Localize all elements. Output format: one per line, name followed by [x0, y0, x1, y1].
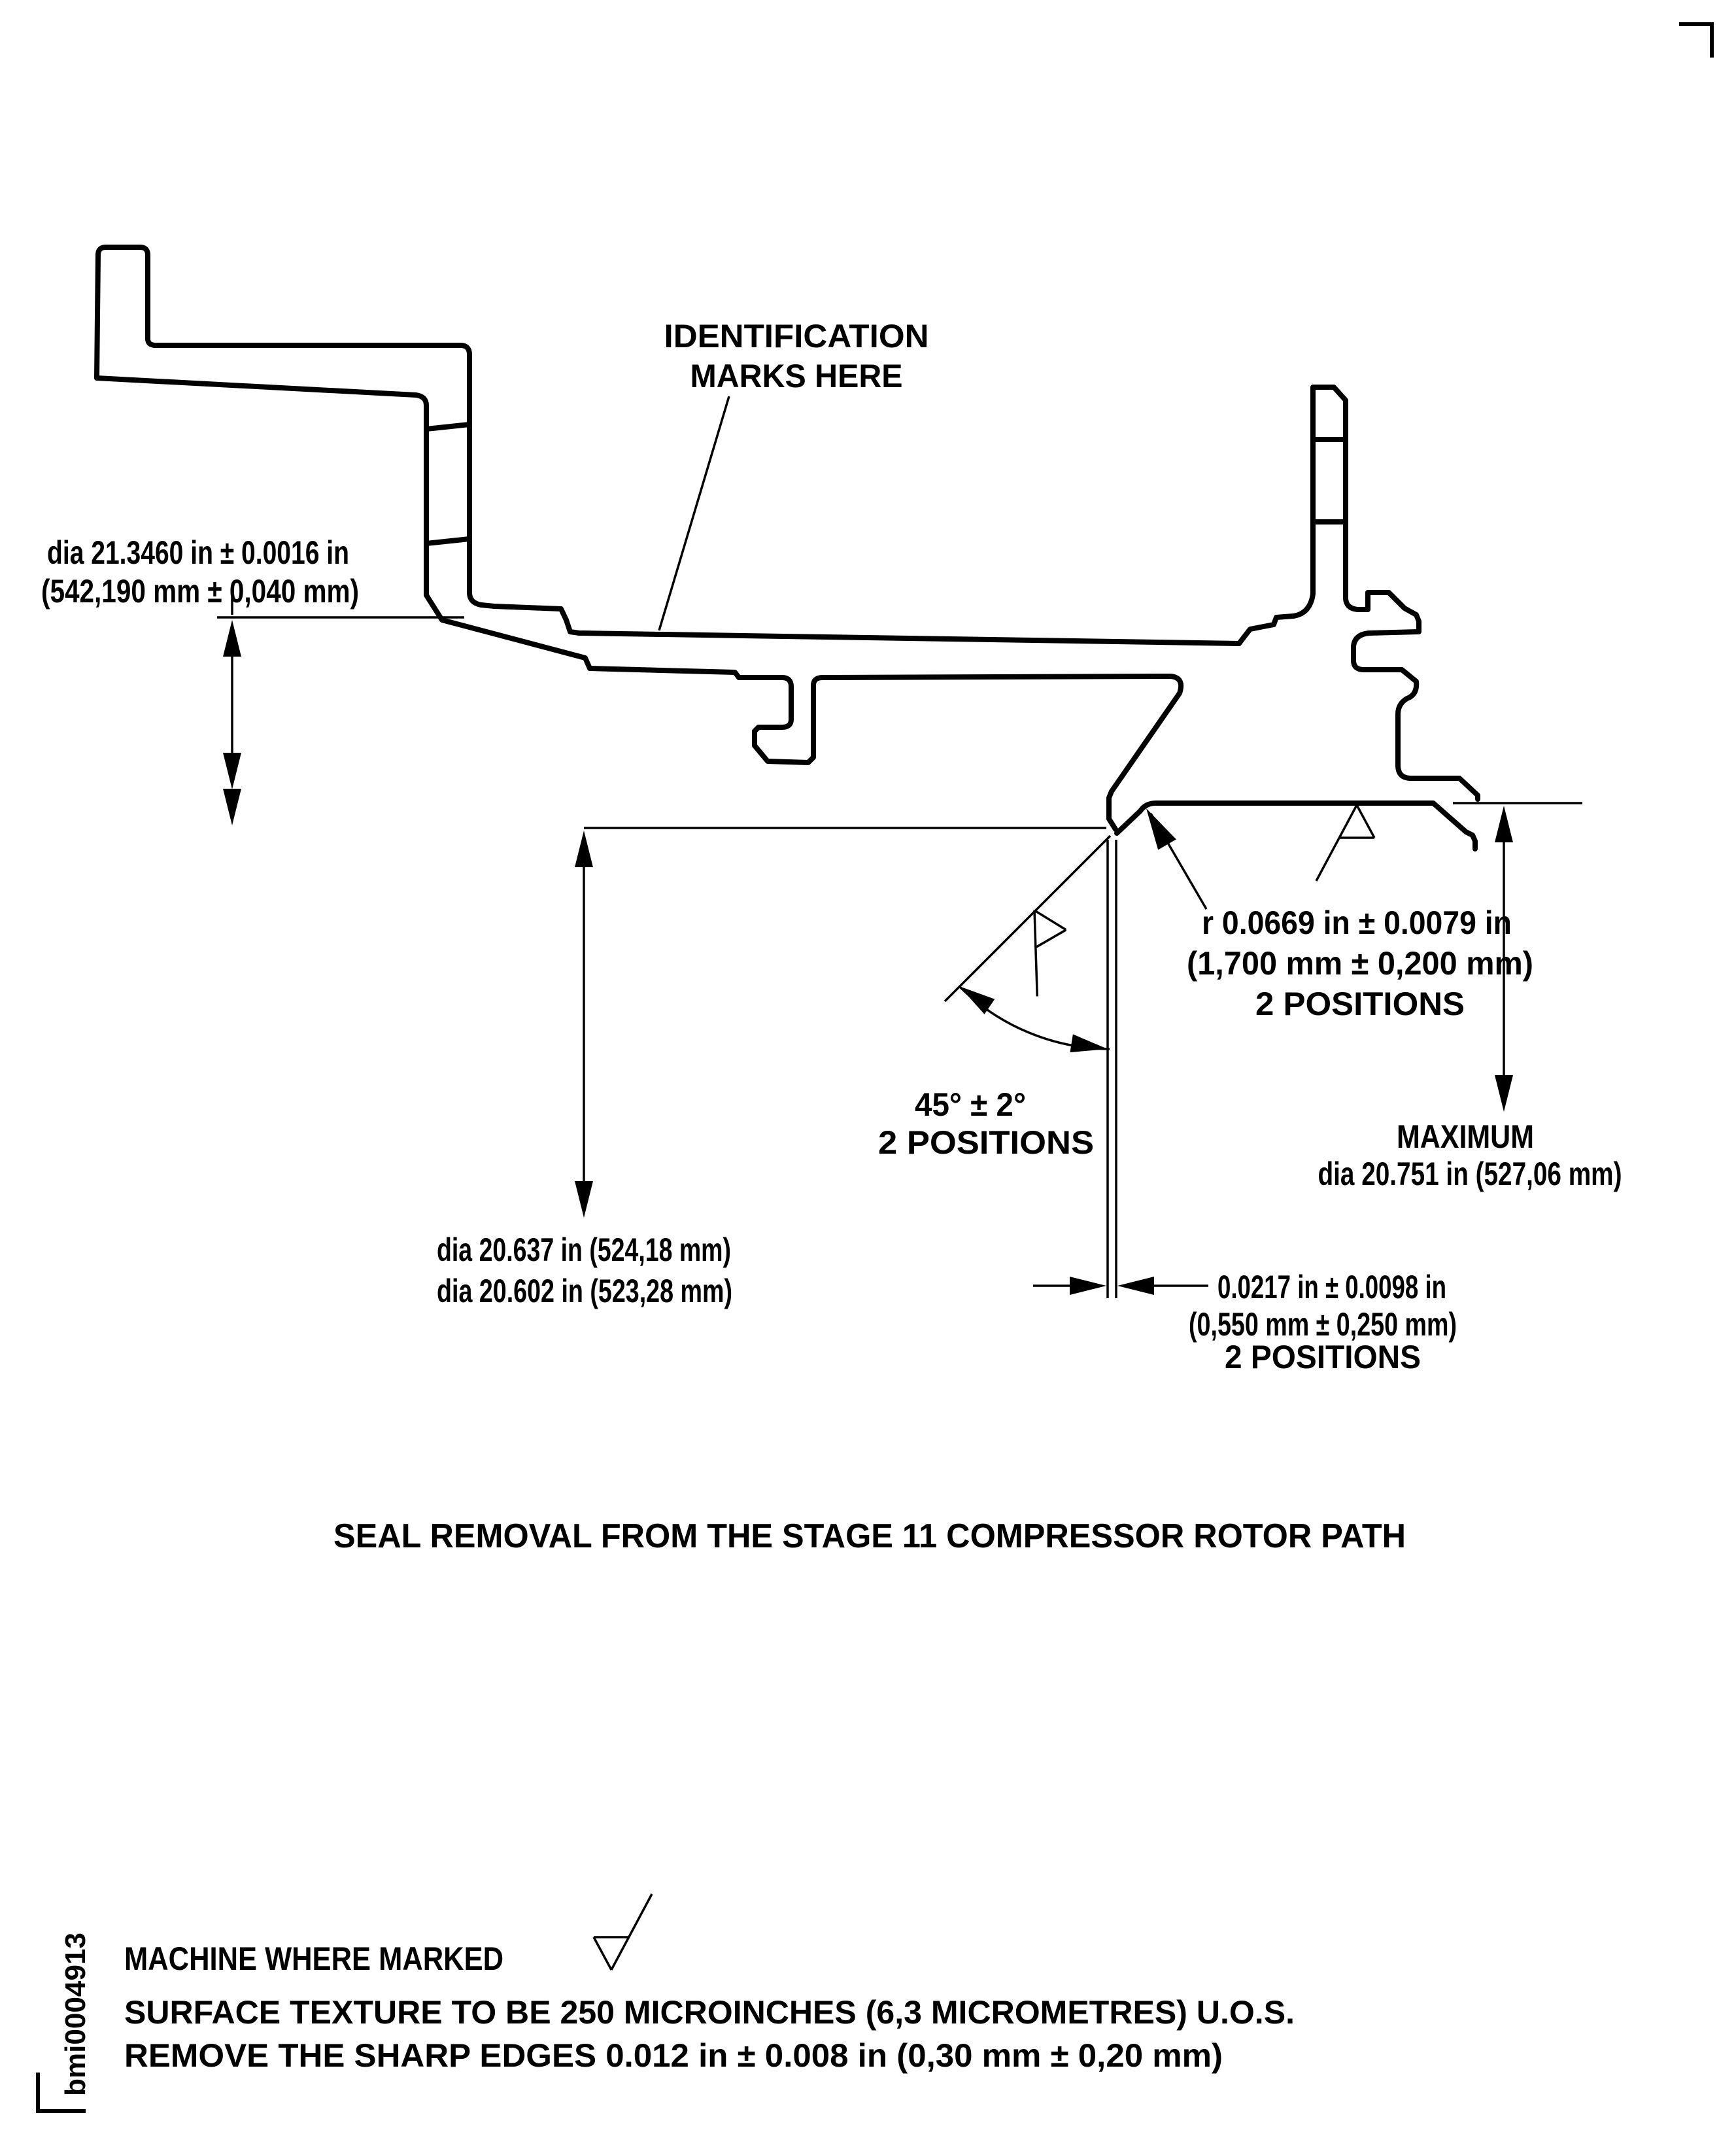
label-lip-width-positions: 2 POSITIONS [1225, 1339, 1421, 1375]
figure-id: bmi0004913 [60, 1933, 92, 2096]
note-machine-where-marked: MACHINE WHERE MARKED [124, 1940, 503, 1977]
callout-identification-marks: IDENTIFICATION MARKS HERE [658, 318, 929, 631]
profile-top-edge [94, 245, 1480, 802]
up-arrowhead [575, 831, 593, 867]
leader-arrowhead [1146, 808, 1176, 850]
profile-rotor-path-surface [1114, 800, 1478, 852]
angle-45-construction-line [944, 835, 1112, 1003]
up-arrowhead [1495, 806, 1513, 842]
surface-finish-icon [1315, 804, 1376, 882]
dimension-groove-diameter: dia 20.637 in (524,18 mm) dia 20.602 in … [437, 827, 1106, 1309]
arc-arrowhead-right [1070, 1034, 1108, 1053]
arc-arrowhead-left [959, 986, 995, 1014]
surface-finish-icon [1033, 909, 1067, 997]
note-remove-sharp-edges: REMOVE THE SHARP EDGES 0.012 in ± 0.008 … [124, 2037, 1223, 2074]
dimension-maximum-diameter: MAXIMUM dia 20.751 in (527,06 mm) [1318, 802, 1622, 1192]
down-arrowhead [575, 1181, 593, 1218]
down-arrowhead [1495, 1075, 1513, 1112]
surface-finish-icon [592, 1893, 653, 1971]
label-angle-positions: 2 POSITIONS [878, 1124, 1094, 1161]
down-arrowhead [223, 789, 241, 825]
label-maximum-diameter: dia 20.751 in (527,06 mm) [1318, 1156, 1622, 1192]
label-radius-in: r 0.0669 in ± 0.0079 in [1202, 904, 1512, 941]
note-surface-texture: SURFACE TEXTURE TO BE 250 MICROINCHES (6… [124, 1994, 1295, 2031]
label-groove-diameter-min: dia 20.602 in (523,28 mm) [437, 1273, 732, 1309]
label-maximum: MAXIMUM [1397, 1118, 1534, 1155]
frame-corner-bottom-left [36, 2073, 86, 2113]
profile-bottom-edge [94, 375, 1184, 832]
bar-break-line-upper [424, 422, 472, 432]
down-arrowhead [223, 753, 241, 789]
right-arrowhead [1070, 1277, 1106, 1295]
rotor-section-profile [94, 245, 1480, 852]
seal-remnant-geometry [944, 835, 1117, 1298]
machining-notes: MACHINE WHERE MARKED SURFACE TEXTURE TO … [124, 1893, 1295, 2074]
dimension-lip-width: 0.0217 in ± 0.0098 in (0,550 mm ± 0,250 … [1033, 1269, 1457, 1375]
label-angle-value: 45° ± 2° [915, 1086, 1026, 1123]
label-lip-width-mm: (0,550 mm ± 0,250 mm) [1189, 1306, 1457, 1343]
label-outer-diameter-in: dia 21.3460 in ± 0.0016 in [47, 534, 349, 571]
dimension-seal-radius: r 0.0669 in ± 0.0079 in (1,700 mm ± 0,20… [1146, 808, 1533, 1022]
label-identification: IDENTIFICATION [664, 318, 929, 354]
label-groove-diameter-max: dia 20.637 in (524,18 mm) [437, 1231, 731, 1268]
bar-break-line-lower [424, 536, 472, 546]
figure-title: SEAL REMOVAL FROM THE STAGE 11 COMPRESSO… [333, 1517, 1406, 1555]
frame-corner-top-right [1679, 22, 1714, 58]
dimension-outer-diameter: dia 21.3460 in ± 0.0016 in (542,190 mm ±… [41, 534, 464, 825]
label-outer-diameter-mm: (542,190 mm ± 0,040 mm) [41, 573, 359, 610]
leader-line [658, 396, 730, 631]
dimension-chamfer-angle: 45° ± 2° 2 POSITIONS [878, 1086, 1094, 1161]
label-lip-width-in: 0.0217 in ± 0.0098 in [1217, 1269, 1446, 1305]
up-arrowhead [223, 620, 241, 657]
label-radius-mm: (1,700 mm ± 0,200 mm) [1187, 945, 1533, 982]
label-marks-here: MARKS HERE [690, 358, 903, 394]
surface-finish-symbols [1033, 804, 1376, 997]
label-radius-positions: 2 POSITIONS [1255, 986, 1465, 1022]
left-arrowhead [1117, 1277, 1154, 1295]
